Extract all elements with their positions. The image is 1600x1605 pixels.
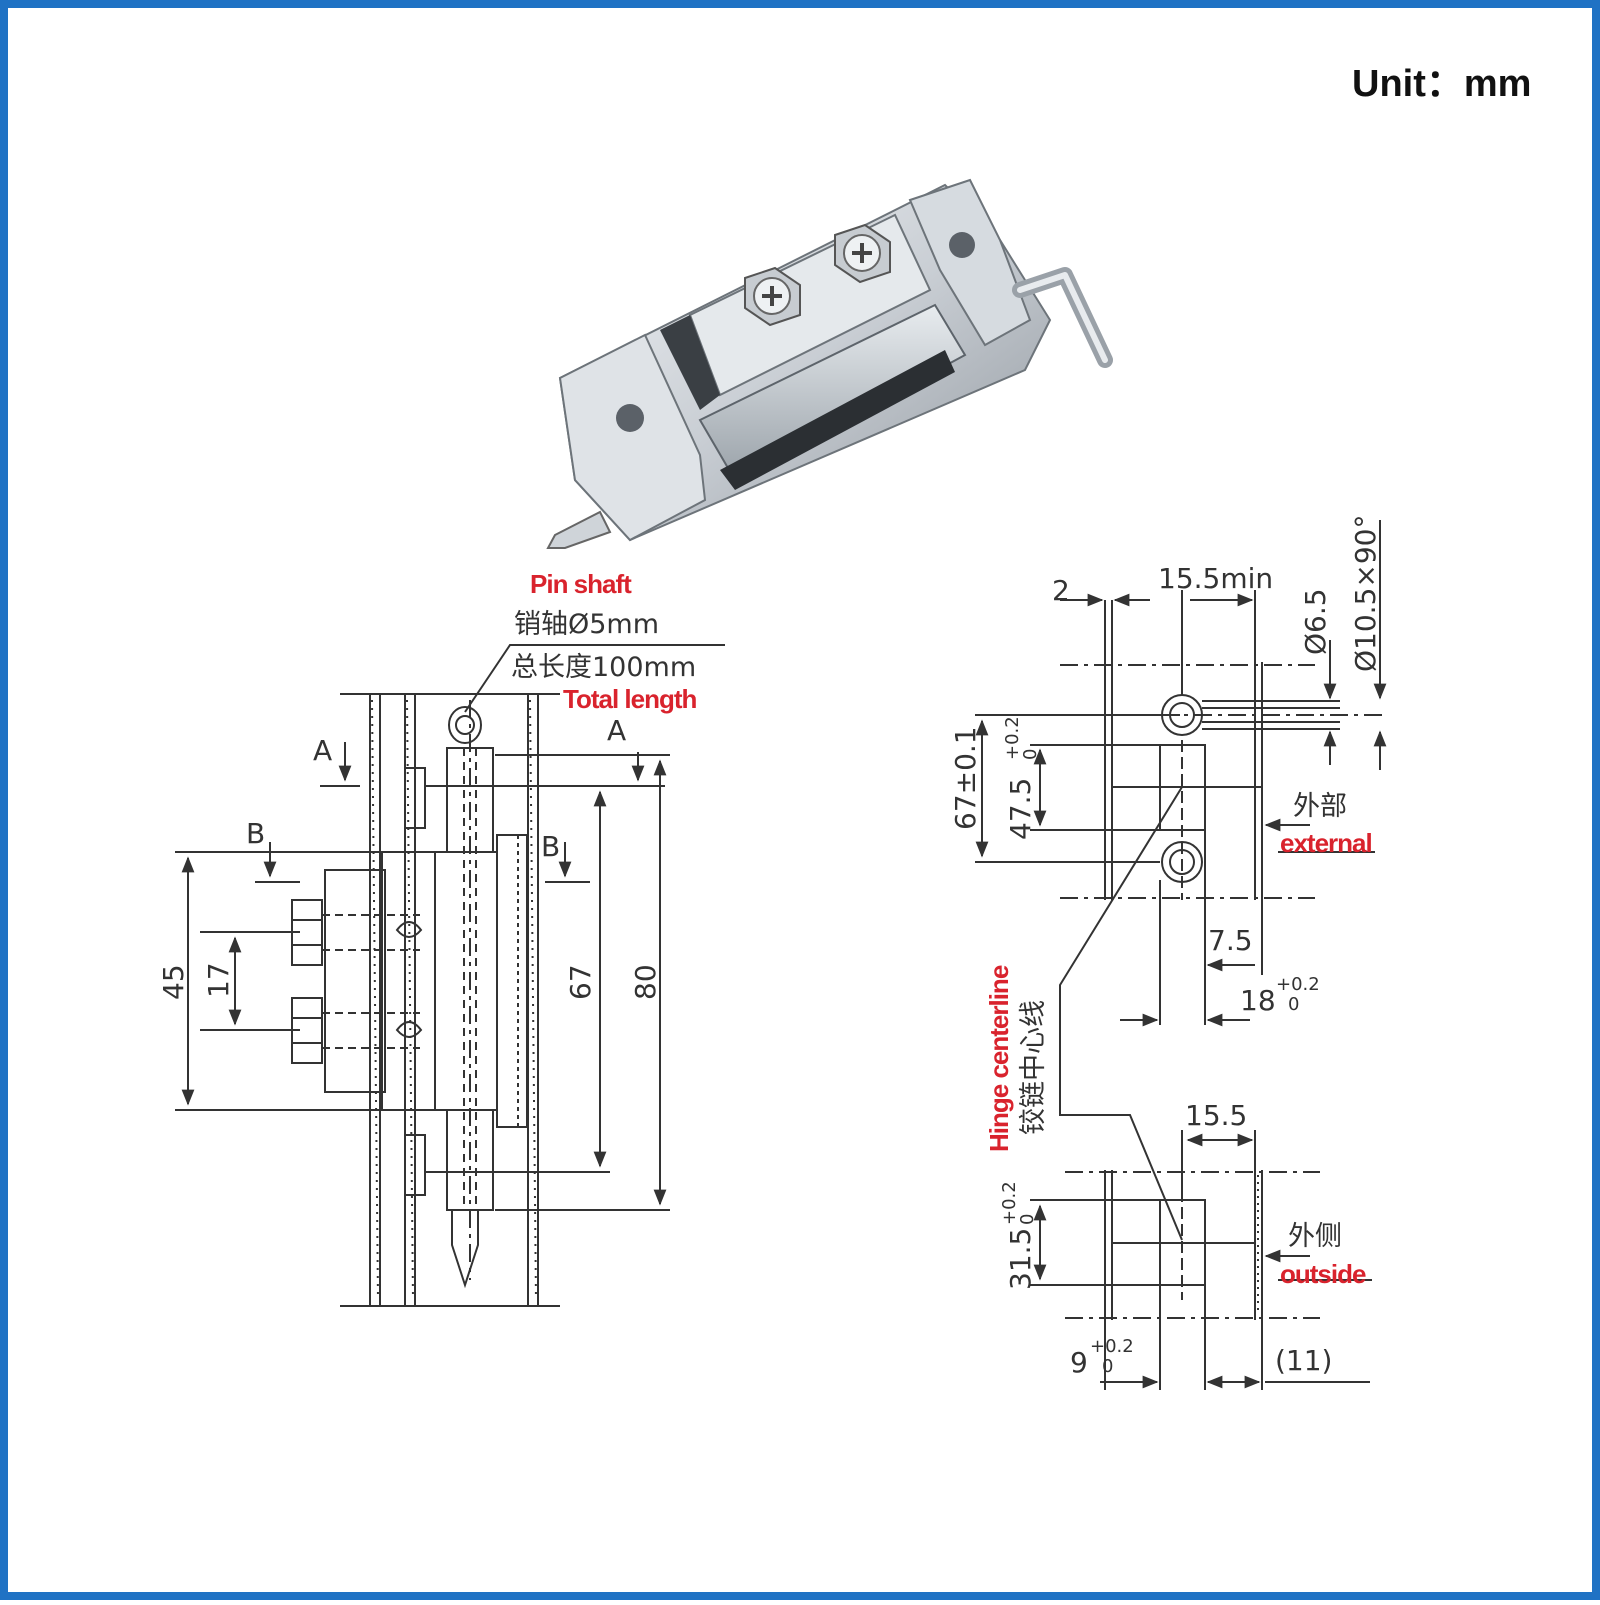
dim-31-5-tol-plus: +0.2 (999, 1181, 1020, 1225)
dim-80: 80 (629, 964, 662, 1000)
section-b-left: B (246, 817, 265, 850)
section-b-right: B (541, 830, 560, 863)
dim-9-tol-plus: +0.2 (1090, 1336, 1134, 1357)
dim-9-tol-zero: 0 (1102, 1356, 1113, 1377)
unit-label: Unit：mm (1352, 63, 1531, 105)
hinge-centerline-label-cn: 铰链中心线 (1018, 1000, 1049, 1135)
dim-47-5-tol-zero: 0 (1020, 749, 1041, 760)
dim-phi-6-5: Ø6.5 (1299, 588, 1332, 655)
pin-shaft-label-en: Pin shaft (530, 569, 632, 599)
pin-shaft-label-cn: 销轴Ø5mm (514, 609, 659, 640)
dim-7-5: 7.5 (1208, 924, 1253, 957)
left-drawing-labels: Pin shaft 销轴Ø5mm 总长度100mm Total length A… (157, 569, 698, 1000)
right-bottom-drawing (1030, 1130, 1372, 1390)
dim-31-5: 31.5 (1004, 1228, 1037, 1290)
dim-18: 18 (1240, 984, 1276, 1017)
total-length-label-en: Total length (563, 684, 697, 714)
left-technical-drawing (175, 644, 725, 1307)
hinge-product-photo (546, 178, 1113, 549)
outside-label-en: outside (1280, 1259, 1366, 1289)
outside-label-cn: 外侧 (1288, 1221, 1342, 1252)
dim-31-5-tol-zero: 0 (1017, 1214, 1038, 1225)
dim-2: 2 (1052, 574, 1070, 607)
dim-47-5: 47.5 (1004, 778, 1037, 840)
dim-18-tol-plus: +0.2 (1276, 974, 1320, 995)
dim-45: 45 (157, 964, 190, 1000)
right-drawing-labels: 2 15.5min Ø6.5 Ø10.5×90° 67±0.1 47.5 +0.… (949, 515, 1382, 1379)
total-length-label-cn: 总长度100mm (511, 652, 696, 683)
section-a-left: A (313, 734, 332, 767)
dim-67: 67 (564, 964, 597, 1000)
dim-17: 17 (202, 962, 235, 998)
external-label-en: external (1280, 828, 1372, 858)
dim-18-tol-zero: 0 (1288, 994, 1299, 1015)
dim-9: 9 (1070, 1346, 1088, 1379)
dim-phi-10-5: Ø10.5×90° (1349, 515, 1382, 672)
external-label-cn: 外部 (1293, 791, 1347, 822)
dim-11: (11) (1275, 1344, 1332, 1377)
dim-67-tolerance: 67±0.1 (949, 726, 982, 830)
dim-15-5-min: 15.5min (1158, 562, 1273, 595)
hinge-centerline-label-en: Hinge centerline (984, 965, 1014, 1152)
dim-15-5: 15.5 (1185, 1099, 1247, 1132)
dim-47-5-tol-plus: +0.2 (1002, 716, 1023, 760)
right-top-drawing (975, 520, 1387, 1241)
section-a-right: A (607, 714, 626, 747)
